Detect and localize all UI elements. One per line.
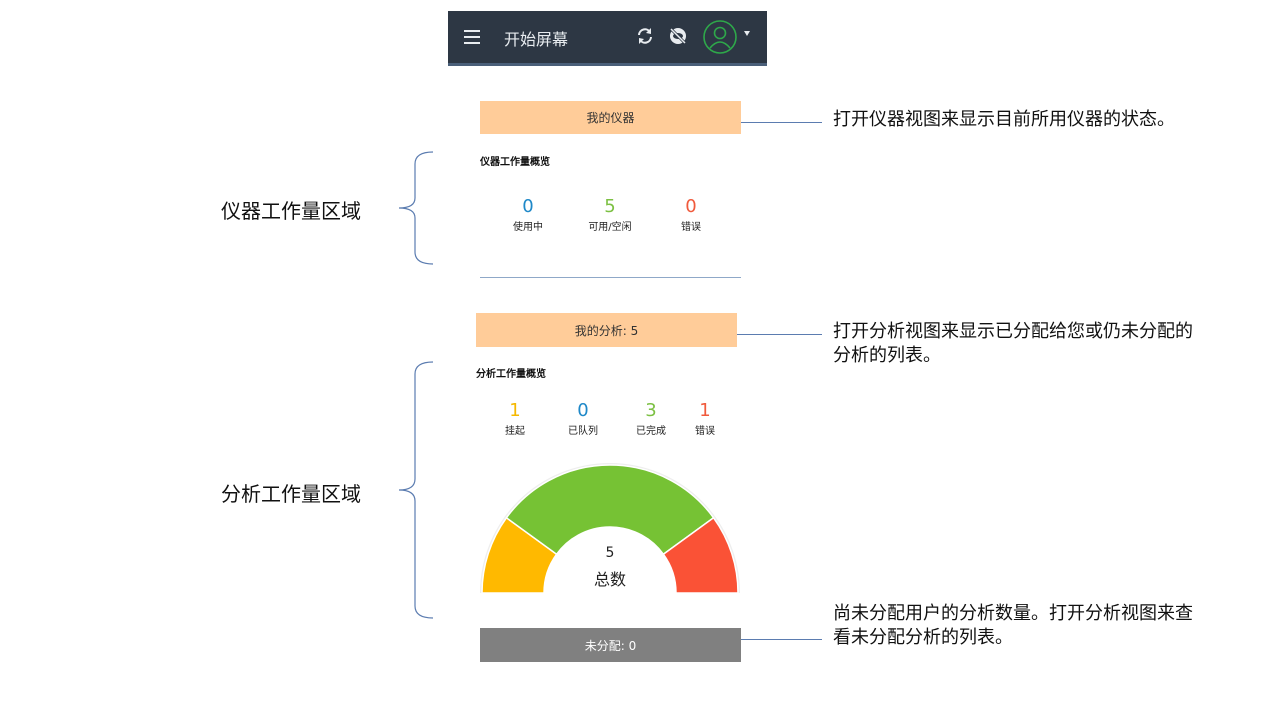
unassigned-button[interactable]: 未分配: 0 [480,628,741,662]
analysis-stat-queued[interactable]: 0 已队列 [553,400,613,438]
gauge-total-value: 5 [605,545,615,561]
visibility-off-icon[interactable] [667,25,689,47]
analysis-region-label: 分析工作量区域 [221,482,361,506]
stat-value: 0 [577,400,589,421]
analysis-overview-title: 分析工作量概览 [476,369,546,380]
instrument-stat-in-use[interactable]: 0 使用中 [498,196,558,234]
stat-label: 已队列 [568,426,598,437]
analysis-region-brace [398,361,434,619]
menu-icon[interactable] [464,30,480,44]
stat-value: 5 [604,196,616,217]
refresh-icon[interactable] [634,25,656,47]
stat-value: 1 [509,400,521,421]
instrument-stat-error[interactable]: 0 错误 [661,196,721,234]
gauge-segment-1[interactable] [505,464,715,556]
stat-label: 错误 [695,426,715,437]
stat-label: 使用中 [513,222,543,233]
instrument-region-label: 仪器工作量区域 [221,199,361,223]
note-instruments: 打开仪器视图来显示目前所用仪器的状态。 [833,109,1175,130]
instrument-stat-available[interactable]: 5 可用/空闲 [580,196,640,234]
note-unassigned: 尚未分配用户的分析数量。打开分析视图来查看未分配分析的列表。 [833,603,1193,648]
caret-down-icon[interactable] [744,31,750,36]
analysis-stat-completed[interactable]: 3 已完成 [621,400,681,438]
stat-label: 可用/空闲 [588,222,632,233]
analysis-stat-pending[interactable]: 1 挂起 [485,400,545,438]
user-avatar-icon[interactable] [702,19,738,55]
note-analyses: 打开分析视图来显示已分配给您或仍未分配的分析的列表。 [833,321,1193,366]
stat-value: 3 [645,400,657,421]
stat-label: 挂起 [505,426,525,437]
stat-label: 已完成 [636,426,666,437]
section-divider [480,277,741,278]
my-analyses-button[interactable]: 我的分析: 5 [476,313,737,347]
stat-value: 1 [699,400,711,421]
leader-line [741,639,822,640]
my-instruments-button[interactable]: 我的仪器 [480,101,741,134]
leader-line [737,334,822,335]
leader-line [741,122,822,123]
stat-value: 0 [522,196,534,217]
gauge-total-label: 总数 [593,570,626,589]
gauge-segment-2[interactable] [662,516,739,594]
instrument-region-brace [398,151,434,265]
analysis-gauge-chart[interactable] [478,460,742,600]
app-bar: 开始屏幕 [448,11,767,66]
analysis-stat-error[interactable]: 1 错误 [675,400,735,438]
stat-label: 错误 [681,222,701,233]
instrument-overview-title: 仪器工作量概览 [480,157,550,168]
stat-value: 0 [685,196,697,217]
page-title: 开始屏幕 [504,30,569,49]
